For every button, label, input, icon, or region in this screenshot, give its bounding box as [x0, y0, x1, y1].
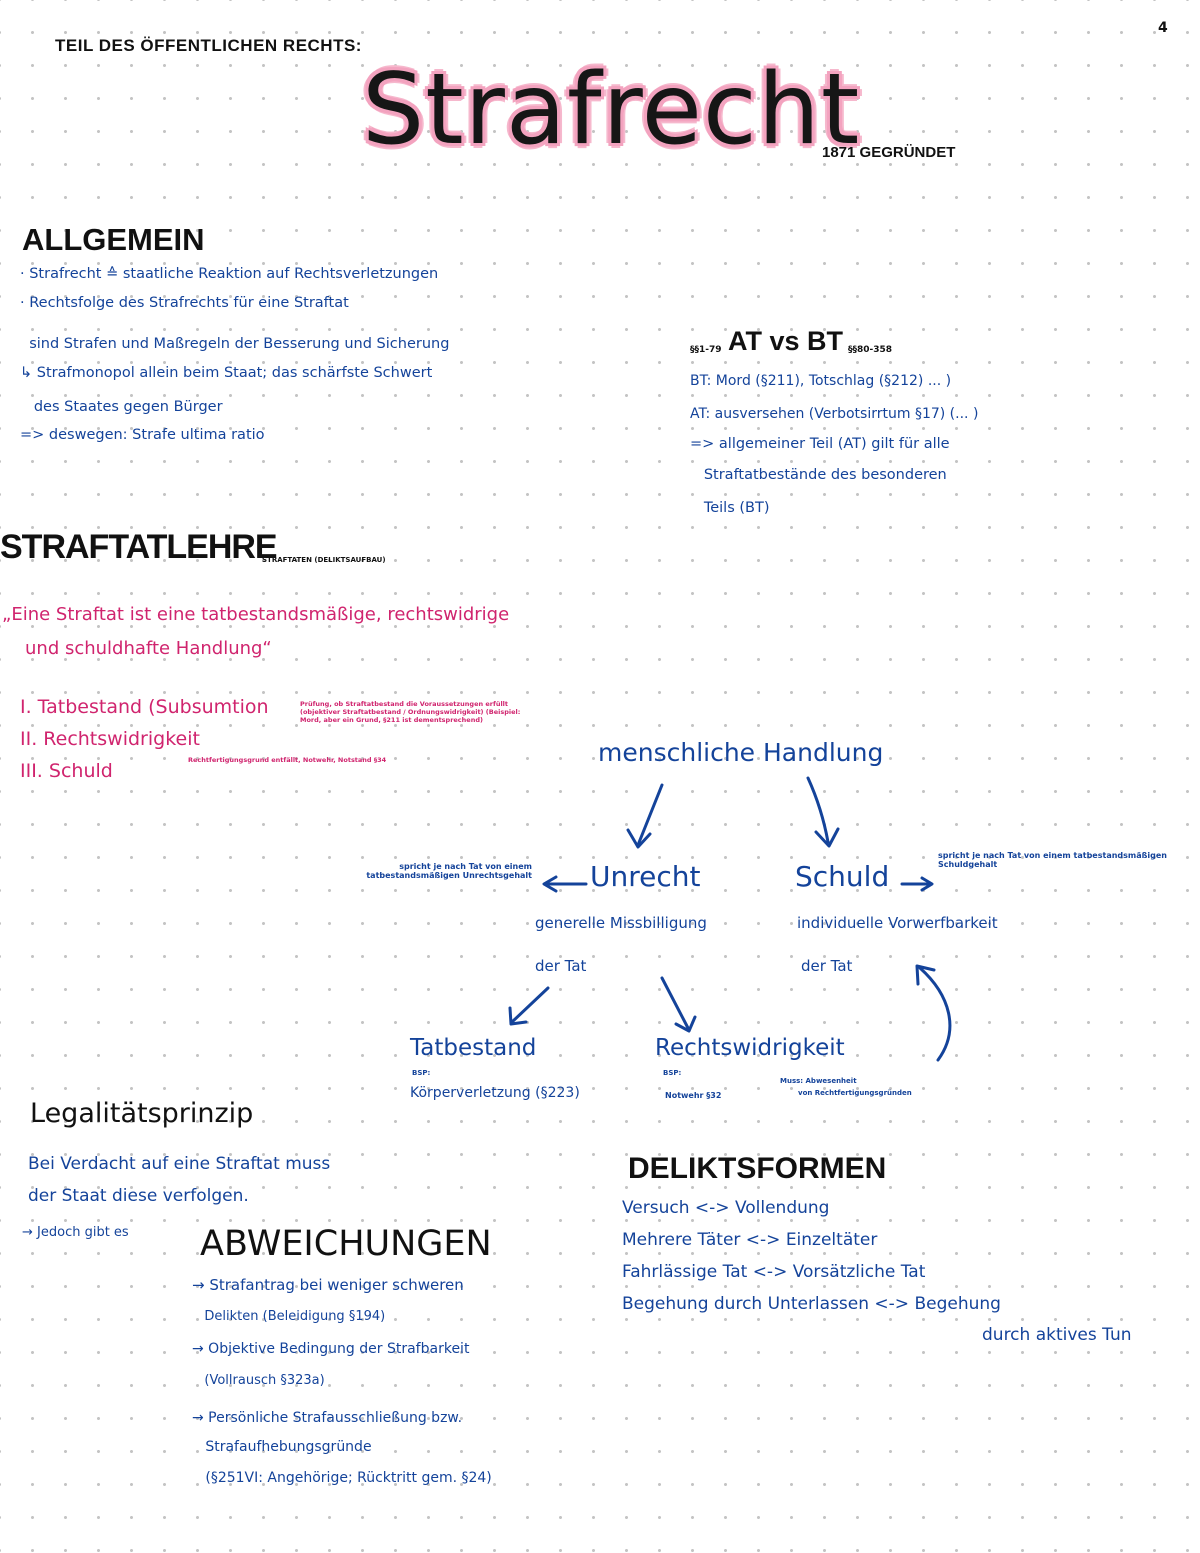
arrow-unrecht-to-tatbestand — [510, 986, 550, 1024]
unrecht-desc-2: der Tat — [535, 957, 587, 975]
abweichung-line-6: Strafaufhebungsgründe — [192, 1439, 372, 1455]
arrow-unrecht-to-note-head — [542, 875, 558, 893]
rw-note-2: von Rechtfertigungsgründen — [798, 1089, 912, 1097]
abweichung-line-4: (Vollrausch §323a) — [192, 1373, 325, 1388]
schuld-desc-2: der Tat — [801, 957, 853, 975]
straftatlehre-subheading: STRAFTATEN (DELIKTSAUFBAU) — [262, 556, 386, 564]
page-title: Strafrecht — [362, 55, 859, 175]
diagram-tatbestand: Tatbestand — [410, 1035, 537, 1061]
rechtswidrigkeit-item: II. Rechtswidrigkeit — [20, 728, 200, 750]
founded-note: 1871 GEGRÜNDET — [822, 144, 956, 161]
schuld-note-diagram: spricht je nach Tat von einem tatbestand… — [938, 851, 1167, 869]
arrow-unrecht-to-rw-head — [674, 1015, 697, 1033]
abweichung-line-5: → Persönliche Strafausschließung bzw. — [192, 1410, 463, 1426]
tatbestand-item: I. Tatbestand (Subsumtion — [20, 696, 269, 718]
unrecht-desc-1: generelle Missbilligung — [535, 914, 707, 932]
arrow-rw-to-schuld — [918, 966, 952, 1062]
deliktsform-line-2: Mehrere Täter <-> Einzeltäter — [622, 1230, 878, 1250]
arrow-rw-to-schuld-head — [915, 964, 936, 986]
abweichung-line-7: (§251VI: Angehörige; Rücktritt gem. §24) — [192, 1470, 492, 1486]
allgemein-line-1: · Strafrecht ≙ staatliche Reaktion auf R… — [20, 266, 439, 282]
diagram-schuld: Schuld — [795, 860, 890, 893]
allgemein-line-3: sind Strafen und Maßregeln der Besserung… — [20, 336, 450, 352]
header-subtitle: TEIL DES ÖFFENTLICHEN RECHTS: — [55, 36, 362, 55]
tatbestand-bsp: BSP: — [412, 1069, 431, 1077]
definition-line-2: und schuldhafte Handlung“ — [25, 638, 272, 659]
legalitaet-heading: Legalitätsprinzip — [30, 1098, 254, 1129]
definition-line-1: „Eine Straftat ist eine tatbestandsmäßig… — [2, 604, 510, 625]
at-bt-line-2: AT: ausversehen (Verbotsirrtum §17) (...… — [690, 406, 979, 422]
allgemein-line-4: ↳ Strafmonopol allein beim Staat; das sc… — [20, 365, 433, 381]
arrow-root-to-unrecht-head — [626, 828, 652, 849]
rw-example: Notwehr §32 — [665, 1091, 722, 1100]
unrecht-note: spricht je nach Tat von einem tatbestand… — [366, 862, 532, 880]
schuld-note: Rechtfertigungsgrund entfällt, Notwehr, … — [188, 756, 387, 764]
allgemein-line-2: · Rechtsfolge des Strafrechts für eine S… — [20, 295, 349, 311]
diagram-rechtswidrigkeit: Rechtswidrigkeit — [655, 1035, 845, 1061]
schuld-desc-1: individuelle Vorwerfbarkeit — [797, 914, 998, 932]
arrow-unrecht-to-tatbestand-head — [508, 1006, 528, 1026]
deliktsformen-heading: DELIKTSFORMEN — [628, 1152, 887, 1185]
tatbestand-note: Prüfung, ob Straftatbestand die Vorausse… — [300, 700, 521, 724]
legalitaet-line-3: → Jedoch gibt es — [22, 1225, 129, 1240]
tatbestand-example: Körperverletzung (§223) — [410, 1085, 580, 1101]
page-title-text: Strafrecht — [362, 53, 861, 167]
deliktsform-line-3: Fahrlässige Tat <-> Vorsätzliche Tat — [622, 1262, 926, 1282]
diagram-unrecht: Unrecht — [590, 860, 701, 893]
schuld-item: III. Schuld — [20, 760, 113, 782]
straftatlehre-heading: STRAFTATLEHRE — [0, 528, 278, 566]
allgemein-line-5: des Staates gegen Bürger — [20, 399, 223, 415]
legalitaet-line-1: Bei Verdacht auf eine Straftat muss — [28, 1154, 331, 1174]
abweichung-line-1: → Strafantrag bei weniger schweren — [192, 1276, 464, 1294]
at-bt-line-4: Straftatbestände des besonderen — [690, 467, 947, 483]
at-bt-line-3: => allgemeiner Teil (AT) gilt für alle — [690, 436, 950, 452]
arrow-unrecht-to-rw — [660, 976, 690, 1030]
arrow-root-to-schuld — [806, 776, 830, 844]
at-bt-prefix: §§1-79 — [690, 345, 722, 355]
diagram-root: menschliche Handlung — [598, 738, 884, 767]
abweichungen-heading: ABWEICHUNGEN — [200, 1224, 492, 1264]
abweichung-line-2: Delikten (Beleidigung §194) — [192, 1309, 386, 1324]
deliktsform-line-5: durch aktives Tun — [982, 1325, 1132, 1345]
deliktsform-line-4: Begehung durch Unterlassen <-> Begehung — [622, 1294, 1001, 1314]
rw-bsp: BSP: — [663, 1069, 682, 1077]
allgemein-line-6: => deswegen: Strafe ultima ratio — [20, 427, 265, 443]
at-bt-line-1: BT: Mord (§211), Totschlag (§212) ... ) — [690, 373, 952, 389]
arrow-schuld-to-note-head — [920, 876, 934, 892]
at-bt-heading: AT vs BT — [728, 326, 844, 356]
allgemein-heading: ALLGEMEIN — [22, 222, 205, 257]
arrow-root-to-unrecht — [636, 783, 664, 847]
arrow-root-to-schuld-head — [814, 827, 840, 848]
at-bt-line-5: Teils (BT) — [690, 500, 770, 516]
at-bt-suffix: §§80-358 — [848, 345, 893, 355]
page-number: 4 — [1158, 20, 1168, 36]
legalitaet-line-2: der Staat diese verfolgen. — [28, 1186, 249, 1206]
rw-note-1: Muss: Abwesenheit — [780, 1077, 857, 1085]
abweichung-line-3: → Objektive Bedingung der Strafbarkeit — [192, 1341, 470, 1357]
deliktsform-line-1: Versuch <-> Vollendung — [622, 1198, 830, 1218]
